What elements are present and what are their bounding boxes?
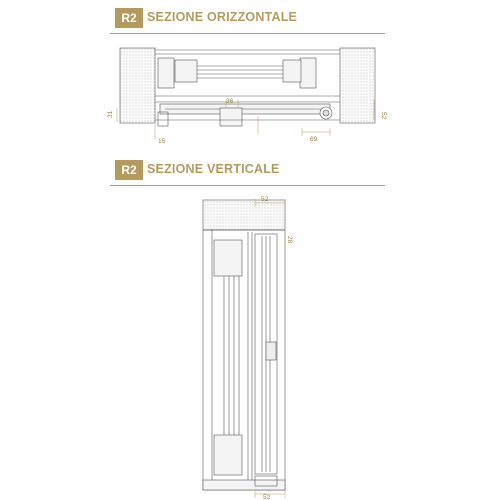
section-divider: [110, 33, 385, 34]
bottom-sash-profile: [213, 434, 243, 476]
dimension-label-36: 36: [226, 98, 234, 105]
horizontal-section-drawing: [119, 47, 376, 127]
section-header-horizontal: R2 SEZIONE ORIZZONTALE: [110, 6, 385, 34]
right-sash-profile: [299, 57, 317, 89]
screen-handle-icon: [265, 341, 277, 361]
right-wall-block: [339, 47, 376, 124]
dimension-label-31: 31: [107, 110, 114, 118]
handle-mechanism: [219, 107, 243, 127]
dimension-label-52: 52: [380, 112, 387, 120]
top-sash-profile: [213, 239, 243, 277]
left-sash-profile: [157, 57, 175, 89]
section-divider: [110, 185, 385, 186]
dimension-label-15: 15: [158, 138, 166, 145]
dimension-label-52-bottom: 52: [263, 494, 271, 500]
dimension-label-69: 69: [310, 136, 318, 143]
section-title: SEZIONE ORIZZONTALE: [147, 10, 298, 24]
section-title: SEZIONE VERTICALE: [147, 162, 280, 176]
section-header-vertical: R2 SEZIONE VERTICALE: [110, 158, 385, 186]
vertical-section-drawing: [202, 199, 286, 491]
top-wall-block: [202, 199, 286, 231]
section-badge: R2: [115, 160, 143, 180]
left-wall-block: [119, 47, 156, 124]
dimension-label-28: 28: [286, 236, 293, 244]
dimension-label-52-top: 52: [261, 196, 269, 203]
section-badge: R2: [115, 8, 143, 28]
